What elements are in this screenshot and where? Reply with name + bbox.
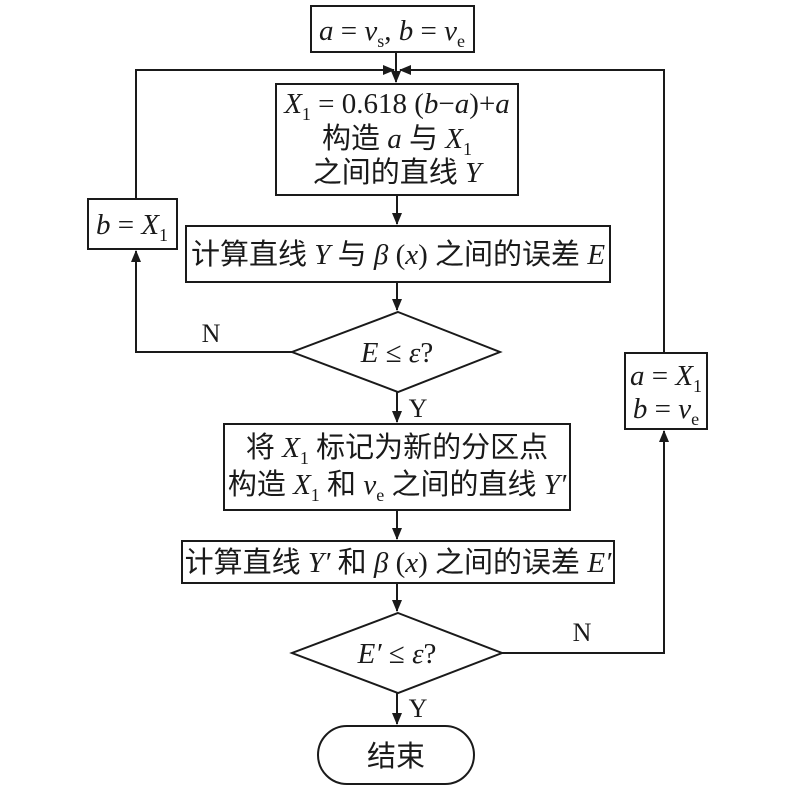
edge-set-a-b-to-compute-x1 [399,65,665,353]
edge-label-decision-e-yes: Y [409,394,428,423]
edge-label-decision-e-prime-no: N [573,618,592,647]
node-compute-x1-line-2: 构造 a 与 X1 [322,122,472,159]
node-mark-partition-line-1: 将 X1 标记为新的分区点 [246,431,548,468]
node-compute-x1-line-1: X1 = 0.618 (b−a)+a [283,88,510,124]
node-compute-error-e: 计算直线 Y 与 β (x) 之间的误差 E [185,225,611,283]
node-compute-error-e-prime-label: 计算直线 Y′ 和 β (x) 之间的误差 E′ [185,546,612,579]
edge-set-b-to-compute-x1 [135,65,395,199]
edge-label-decision-e-prime-yes: Y [409,694,428,723]
node-init: a = vs, b = ve [310,5,475,53]
node-set-a-b: a = X1 b = ve [624,352,708,430]
edge-decision-e-to-set-b [131,250,292,353]
node-set-b: b = X1 [87,198,178,250]
node-mark-partition: 将 X1 标记为新的分区点 构造 X1 和 ve 之间的直线 Y′ [223,423,571,511]
node-set-a-b-line-1: a = X1 [630,360,702,396]
node-compute-x1-line-3: 之间的直线 Y [313,156,484,189]
node-init-label: a = vs, b = ve [319,15,465,51]
node-decision-e-prime-label: E′ ≤ ε? [357,638,437,670]
node-set-a-b-line-2: b = ve [633,393,699,429]
node-compute-error-e-label: 计算直线 Y 与 β (x) 之间的误差 E [191,238,605,271]
node-end: 结束 [317,725,475,785]
node-compute-x1: X1 = 0.618 (b−a)+a 构造 a 与 X1 之间的直线 Y [275,83,519,196]
edge-label-decision-e-no: N [202,319,221,348]
node-mark-partition-line-2: 构造 X1 和 ve 之间的直线 Y′ [228,468,567,505]
node-decision-e: E ≤ ε? [289,310,503,394]
node-end-label: 结束 [367,740,425,773]
node-decision-e-prime: E′ ≤ ε? [289,611,505,695]
node-compute-error-e-prime: 计算直线 Y′ 和 β (x) 之间的误差 E′ [181,540,615,584]
node-set-b-label: b = X1 [96,209,168,245]
edge-decision-e-prime-to-set-a-b [502,430,669,654]
node-decision-e-label: E ≤ ε? [360,337,433,369]
